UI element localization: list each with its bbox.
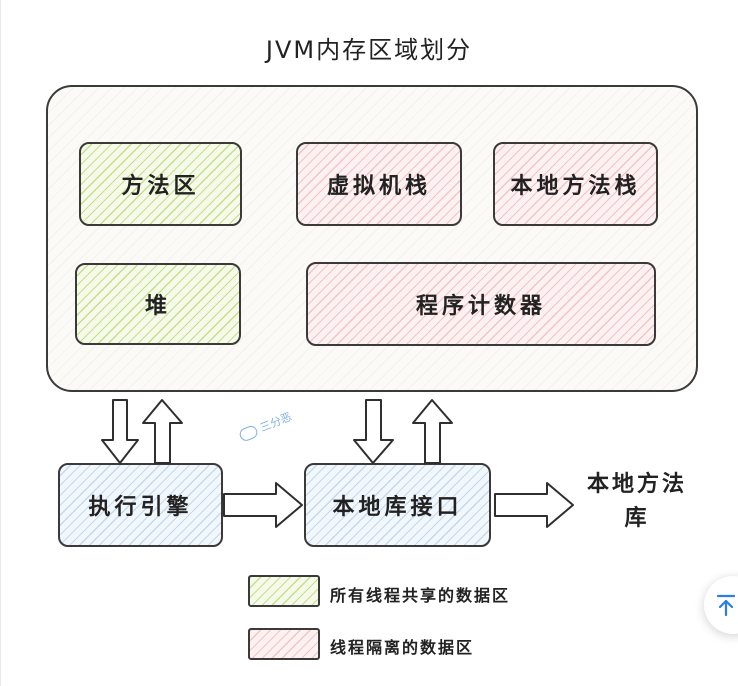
native-interface-box: 本地库接口 bbox=[304, 463, 491, 547]
arrow-up-interface bbox=[412, 399, 453, 464]
execution-engine-box: 执行引擎 bbox=[58, 463, 223, 547]
legend-isolated-swatch bbox=[248, 628, 320, 660]
vm-stack-box: 虚拟机栈 bbox=[296, 142, 462, 226]
native-method-stack-box: 本地方法栈 bbox=[493, 142, 658, 226]
vm-stack-label: 虚拟机栈 bbox=[326, 174, 431, 199]
arrow-up-engine bbox=[142, 399, 183, 464]
arrow-down-interface bbox=[353, 399, 394, 464]
arrow-right-interface-library bbox=[494, 482, 574, 528]
native-method-stack-label: 本地方法栈 bbox=[510, 174, 641, 199]
legend-shared-label: 所有线程共享的数据区 bbox=[330, 586, 511, 605]
legend-shared-swatch bbox=[248, 575, 320, 607]
heap-label: 堆 bbox=[144, 294, 171, 319]
legend-isolated-label: 线程隔离的数据区 bbox=[330, 638, 475, 657]
method-area-box: 方法区 bbox=[79, 142, 242, 226]
method-area-label: 方法区 bbox=[121, 174, 200, 199]
program-counter-label: 程序计数器 bbox=[415, 294, 546, 319]
diagram-title: JVM内存区域划分 bbox=[265, 36, 473, 64]
arrow-down-engine bbox=[101, 399, 139, 464]
execution-engine-label: 执行引擎 bbox=[88, 495, 193, 520]
arrow-right-engine-interface bbox=[223, 482, 303, 528]
heap-box: 堆 bbox=[75, 263, 241, 345]
program-counter-box: 程序计数器 bbox=[306, 262, 656, 346]
arrow-up-to-line-icon bbox=[716, 594, 736, 617]
native-library-label: 本地方法库 bbox=[586, 472, 687, 531]
native-interface-label: 本地库接口 bbox=[332, 495, 463, 520]
